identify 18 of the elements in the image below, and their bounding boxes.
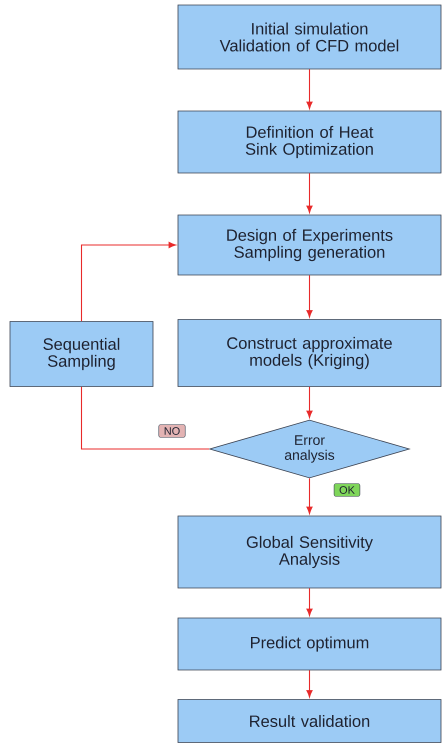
process-box: Sequential Sampling — [10, 321, 154, 387]
process-box: Definition of Heat Sink Optimization — [178, 110, 442, 174]
arrow — [306, 386, 313, 418]
edge-label: OK — [334, 483, 360, 497]
arrow — [306, 588, 313, 616]
edge-label: NO — [158, 424, 186, 438]
process-box: Predict optimum — [178, 618, 442, 670]
arrow — [80, 242, 176, 322]
process-box: Initial simulation Validation of CFD model — [178, 4, 442, 70]
arrow — [306, 670, 313, 698]
arrow — [306, 173, 313, 213]
process-box: Design of Experiments Sampling generation — [178, 214, 442, 276]
arrow — [306, 478, 313, 514]
process-box: Global Sensitivity Analysis — [178, 516, 442, 588]
process-box: Result validation — [178, 699, 442, 743]
process-box: Construct approximate models (Kriging) — [178, 319, 442, 387]
arrow — [306, 275, 313, 318]
arrow — [306, 69, 313, 109]
